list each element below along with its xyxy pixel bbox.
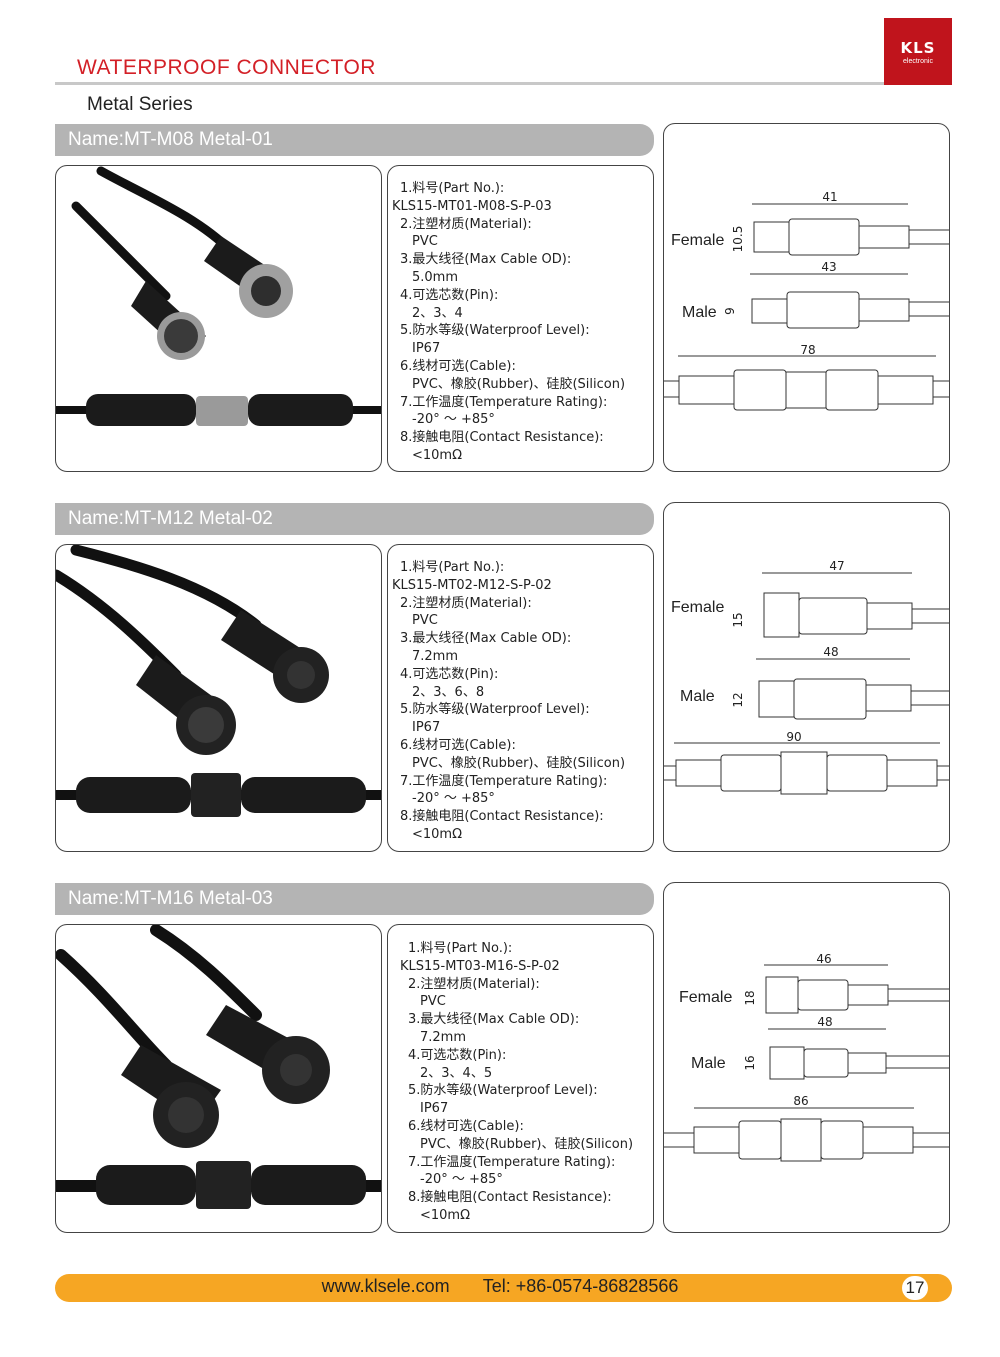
spec-cable-label: 6.线材可选(Cable): <box>400 737 516 753</box>
spec-pin-label: 4.可选芯数(Pin): <box>400 287 499 303</box>
spec-resistance-label: 8.接触电阻(Contact Resistance): <box>400 430 604 446</box>
male-length-dim: 48 <box>817 1015 832 1029</box>
product-name-bar: Name:MT-M16 Metal-03 <box>55 883 654 915</box>
spec-cable-od-label: 3.最大线径(Max Cable OD): <box>400 631 572 647</box>
spec-resistance-value: <10mΩ <box>412 447 463 463</box>
spec-pin-label: 4.可选芯数(Pin): <box>408 1047 507 1063</box>
spec-material-label: 2.注塑材质(Material): <box>408 976 540 992</box>
product-name-bar: Name:MT-M08 Metal-01 <box>55 124 654 156</box>
header-divider <box>55 82 952 85</box>
spec-material-value: PVC <box>412 613 438 629</box>
spec-resistance-label: 8.接触电阻(Contact Resistance): <box>400 809 604 825</box>
spec-material-label: 2.注塑材质(Material): <box>400 216 532 232</box>
spec-temperature-label: 7.工作温度(Temperature Rating): <box>408 1154 616 1170</box>
female-label: Female <box>679 989 732 1006</box>
male-label: Male <box>680 688 715 705</box>
female-label: Female <box>671 232 724 249</box>
spec-waterproof-value: IP67 <box>412 341 441 357</box>
spec-cable-value: PVC、橡胶(Rubber)、硅胶(Silicon) <box>412 755 626 771</box>
spec-part-no-value: KLS15-MT03-M16-S-P-02 <box>400 958 560 974</box>
spec-material-value: PVC <box>412 234 438 250</box>
female-diameter-dim: 15 <box>731 612 745 627</box>
male-diameter-dim: 16 <box>743 1055 757 1070</box>
spec-cable-od-value: 5.0mm <box>412 269 459 285</box>
female-diameter-dim: 18 <box>743 990 757 1005</box>
spec-waterproof-value: IP67 <box>420 1101 449 1117</box>
logo-main-text: KLS <box>900 39 936 57</box>
dimension-drawing: Female 41 10.5 Male 43 9 78 <box>663 123 950 472</box>
product-photo <box>55 544 382 852</box>
spec-part-no-label: 1.料号(Part No.): <box>408 941 513 956</box>
spec-part-no-value: KLS15-MT02-M12-S-P-02 <box>392 577 552 593</box>
product-photo <box>55 165 382 472</box>
spec-cable-od-value: 7.2mm <box>420 1029 467 1045</box>
male-label: Male <box>682 304 717 321</box>
spec-part-no-value: KLS15-MT01-M08-S-P-03 <box>392 198 552 214</box>
spec-pin-label: 4.可选芯数(Pin): <box>400 666 499 682</box>
series-title: Metal Series <box>87 94 193 115</box>
spec-waterproof-label: 5.防水等级(Waterproof Level): <box>408 1083 598 1099</box>
spec-temperature-value: -20° ～ +85° <box>412 791 495 807</box>
spec-cable-od-value: 7.2mm <box>412 648 459 664</box>
spec-material-label: 2.注塑材质(Material): <box>400 595 532 611</box>
spec-cable-od-label: 3.最大线径(Max Cable OD): <box>400 252 572 268</box>
spec-temperature-label: 7.工作温度(Temperature Rating): <box>400 773 608 789</box>
spec-cable-od-label: 3.最大线径(Max Cable OD): <box>408 1012 580 1028</box>
spec-cable-value: PVC、橡胶(Rubber)、硅胶(Silicon) <box>420 1136 634 1152</box>
spec-temperature-value: -20° ～ +85° <box>412 412 495 428</box>
female-label: Female <box>671 599 724 616</box>
spec-waterproof-value: IP67 <box>412 720 441 736</box>
spec-pin-value: 2、3、4 <box>412 305 463 321</box>
male-diameter-dim: 9 <box>723 307 737 315</box>
spec-waterproof-label: 5.防水等级(Waterproof Level): <box>400 323 590 339</box>
spec-panel: 1.料号(Part No.): KLS15-MT02-M12-S-P-02 2.… <box>387 544 654 852</box>
male-label: Male <box>691 1055 726 1072</box>
page-number: 17 <box>902 1276 928 1300</box>
male-diameter-dim: 12 <box>731 692 745 707</box>
spec-pin-value: 2、3、6、8 <box>412 684 485 700</box>
female-length-dim: 47 <box>829 559 844 573</box>
spec-part-no-label: 1.料号(Part No.): <box>400 181 505 196</box>
spec-panel: 1.料号(Part No.): KLS15-MT01-M08-S-P-03 2.… <box>387 165 654 472</box>
spec-waterproof-label: 5.防水等级(Waterproof Level): <box>400 702 590 718</box>
footer-contact: www.klsele.com Tel: +86-0574-86828566 <box>0 1276 1000 1297</box>
spec-part-no-label: 1.料号(Part No.): <box>400 560 505 575</box>
female-length-dim: 41 <box>822 190 837 204</box>
spec-resistance-value: <10mΩ <box>420 1207 471 1223</box>
mated-length-dim: 78 <box>800 343 815 357</box>
footer-website-link[interactable]: www.klsele.com <box>321 1276 450 1296</box>
kls-logo: KLS electronic <box>884 18 952 85</box>
product-photo <box>55 924 382 1233</box>
product-name-bar: Name:MT-M12 Metal-02 <box>55 503 654 535</box>
spec-temperature-value: -20° ～ +85° <box>420 1172 503 1188</box>
spec-cable-label: 6.线材可选(Cable): <box>400 358 516 374</box>
male-length-dim: 48 <box>823 645 838 659</box>
document-title: WATERPROOF CONNECTOR <box>77 56 376 79</box>
mated-length-dim: 90 <box>786 730 801 744</box>
female-diameter-dim: 10.5 <box>731 226 745 253</box>
male-length-dim: 43 <box>821 260 836 274</box>
spec-pin-value: 2、3、4、5 <box>420 1065 493 1081</box>
spec-temperature-label: 7.工作温度(Temperature Rating): <box>400 394 608 410</box>
female-length-dim: 46 <box>816 952 831 966</box>
spec-cable-label: 6.线材可选(Cable): <box>408 1118 524 1134</box>
footer-telephone: Tel: +86-0574-86828566 <box>482 1276 679 1296</box>
footer-bar <box>55 1274 952 1302</box>
spec-cable-value: PVC、橡胶(Rubber)、硅胶(Silicon) <box>412 376 626 392</box>
spec-material-value: PVC <box>420 994 446 1010</box>
logo-sub-text: electronic <box>903 58 933 65</box>
mated-length-dim: 86 <box>793 1094 808 1108</box>
dimension-drawing: Female 46 18 Male 48 16 86 <box>663 882 950 1233</box>
spec-resistance-label: 8.接触电阻(Contact Resistance): <box>408 1190 612 1206</box>
spec-panel: 1.料号(Part No.): KLS15-MT03-M16-S-P-02 2.… <box>387 924 654 1233</box>
spec-resistance-value: <10mΩ <box>412 826 463 842</box>
dimension-drawing: Female 47 15 Male 48 12 90 <box>663 502 950 852</box>
